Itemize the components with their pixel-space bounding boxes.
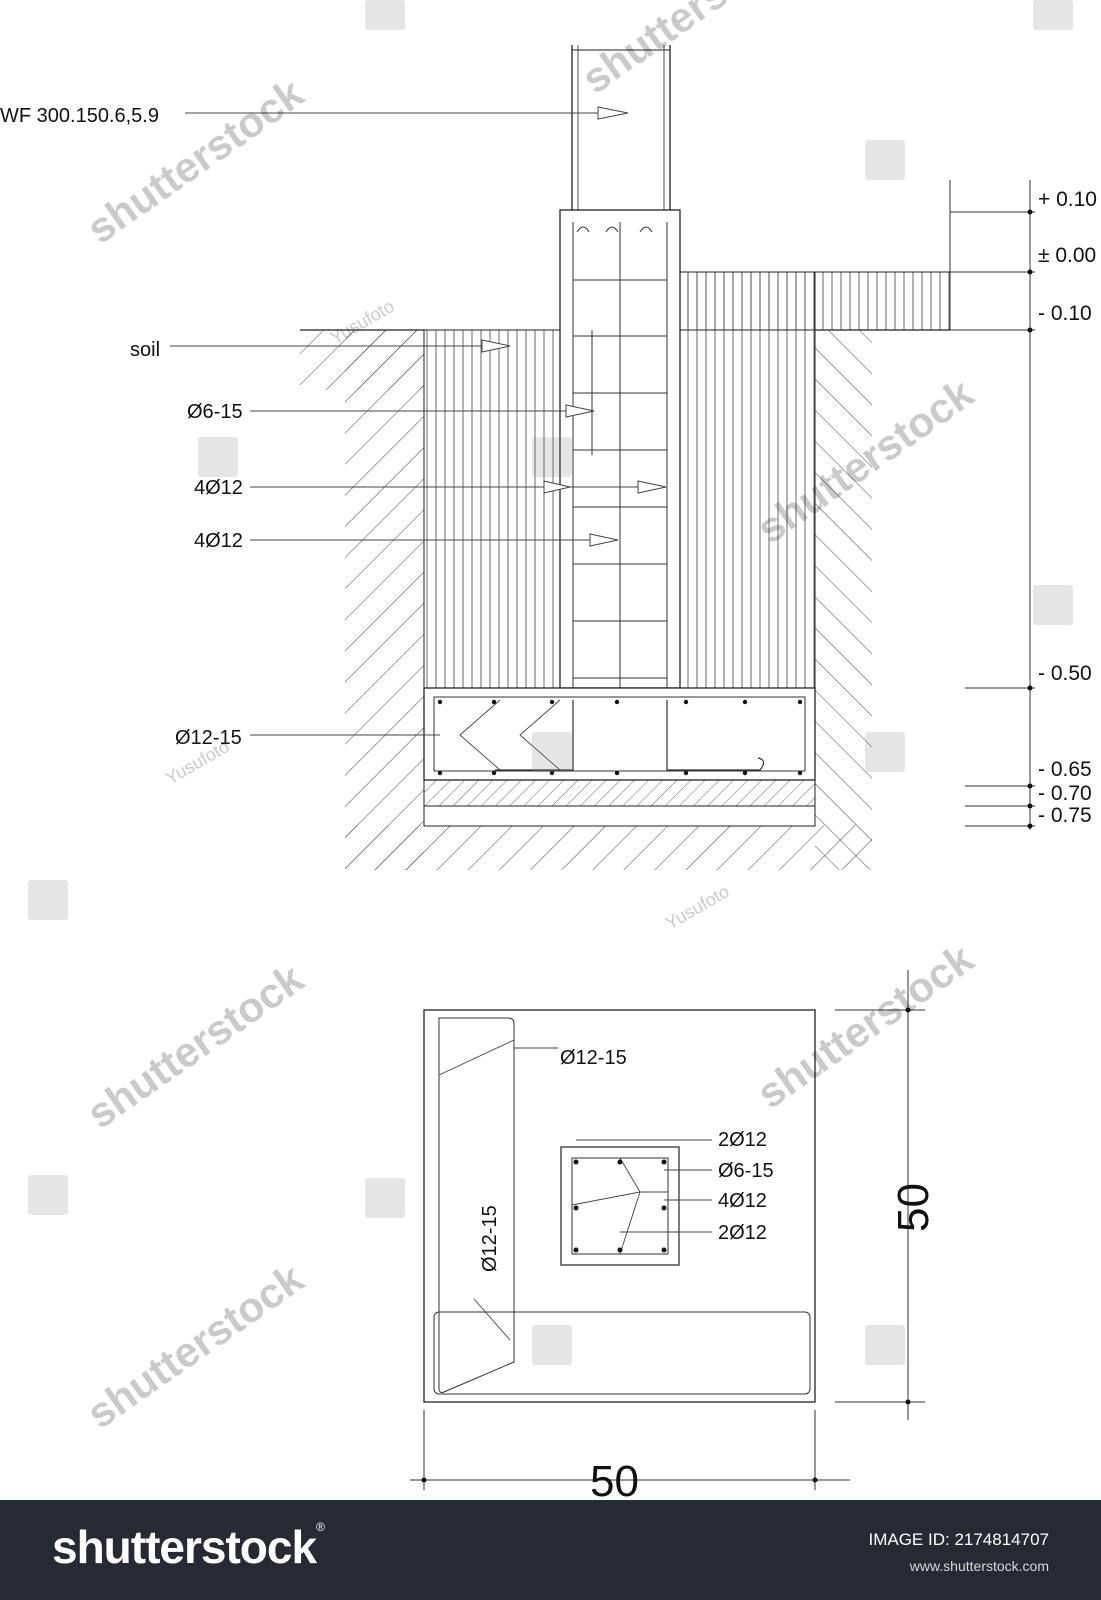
footing-plan: Ø12-15 Ø12-15 2Ø12 Ø6-15 4Ø12 2Ø12 50 50 [410, 970, 938, 1500]
footing-section: WF 300.150.6,5.9 soil Ø6-15 4Ø12 4Ø12 Ø1… [0, 45, 1097, 870]
soil-label: soil [130, 339, 160, 361]
steel-column [571, 45, 671, 210]
footer-bar: shutterstock® IMAGE ID: 2174814707 www.s… [0, 1500, 1101, 1600]
stirrup-label: Ø6-15 [187, 401, 243, 423]
watermark-brand: shutterstock [78, 1254, 312, 1437]
footing-bar-label: Ø12-15 [175, 727, 242, 749]
backfill-right [679, 271, 816, 689]
leaders [170, 106, 667, 736]
plan-height-dimension: 50 [889, 1183, 938, 1232]
level-label: + 0.10 [1038, 188, 1097, 211]
site-url: www.shutterstock.com [909, 1558, 1049, 1574]
level-label: - 0.75 [1038, 804, 1092, 827]
watermark-brand: shutterstock [78, 69, 312, 252]
watermark-brand: shutterstock [78, 954, 312, 1137]
rebar-label-2: 4Ø12 [194, 530, 243, 552]
level-label: - 0.65 [1038, 758, 1092, 781]
image-id: IMAGE ID: 2174814707 [868, 1530, 1049, 1549]
level-label: ± 0.00 [1038, 244, 1096, 267]
footer-logo: shutterstock® [52, 1520, 325, 1574]
column-label: WF 300.150.6,5.9 [0, 105, 159, 127]
structural-drawing: WF 300.150.6,5.9 soil Ø6-15 4Ø12 4Ø12 Ø1… [0, 0, 1097, 1500]
rebar-label-1: 4Ø12 [194, 477, 243, 499]
level-label: - 0.50 [1038, 662, 1092, 685]
footing-pad [423, 687, 816, 827]
plan-top-bar-label: Ø12-15 [560, 1047, 627, 1069]
plan-column-label: Ø6-15 [718, 1160, 774, 1182]
level-dimensions [949, 180, 1035, 830]
soil-hatch [300, 330, 872, 870]
watermark-brand: shutterstock [573, 0, 807, 102]
backfill-left [423, 329, 561, 689]
level-label: - 0.10 [1038, 302, 1092, 325]
pedestal [559, 209, 681, 780]
plan-column-label: 2Ø12 [718, 1222, 767, 1244]
plan-column-label: 4Ø12 [718, 1190, 767, 1212]
registered-mark: ® [316, 1520, 325, 1534]
plan-column-label: 2Ø12 [718, 1129, 767, 1151]
plan-side-bar-label: Ø12-15 [479, 1205, 501, 1272]
watermark-contributor: Yusufoto [662, 881, 733, 933]
plan-width-dimension: 50 [590, 1457, 639, 1500]
level-label: - 0.70 [1038, 782, 1092, 805]
footer-logo-text: shutterstock [52, 1521, 317, 1573]
